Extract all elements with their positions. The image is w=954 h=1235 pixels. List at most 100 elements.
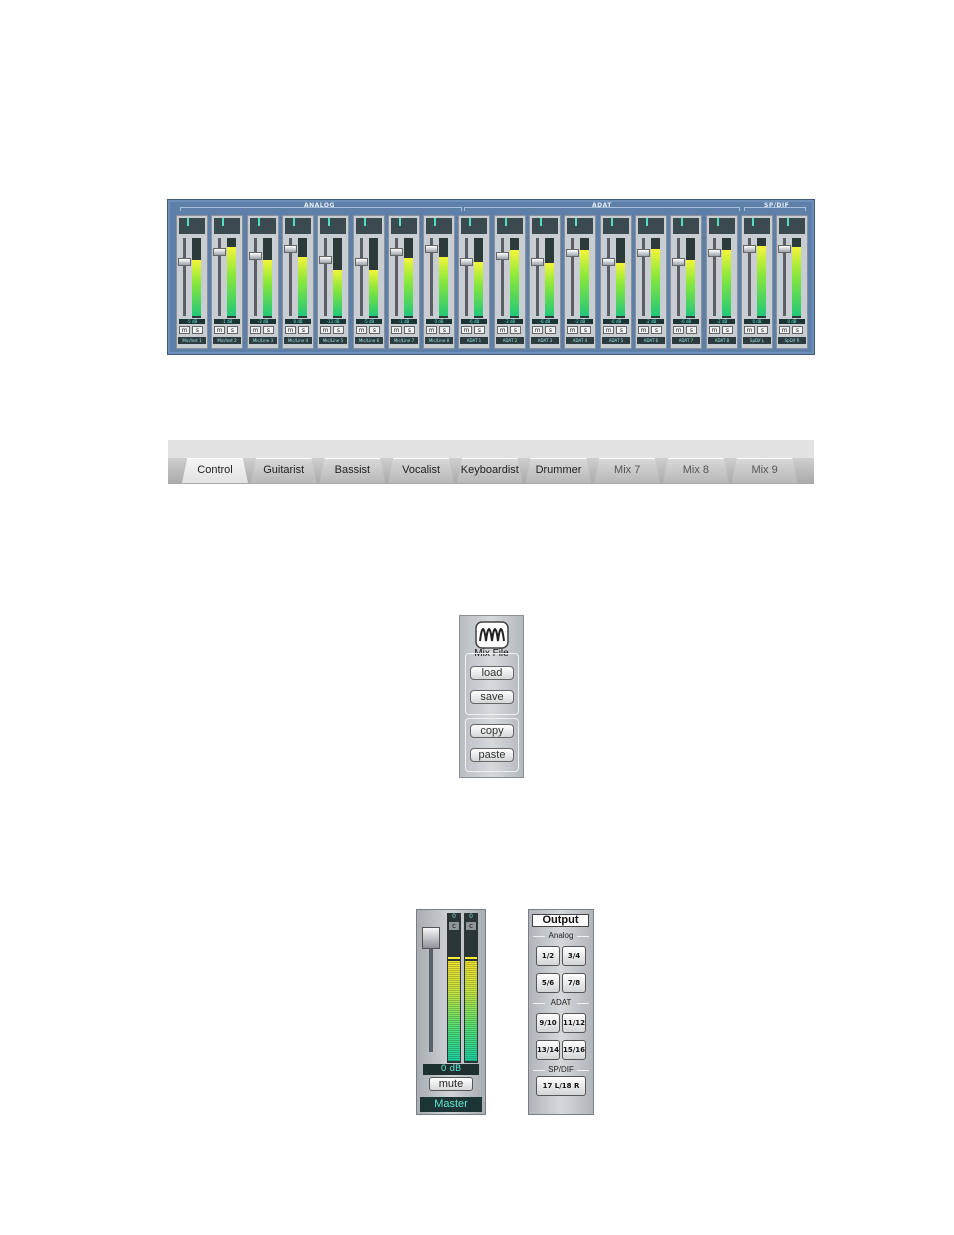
save-button[interactable]: save bbox=[470, 690, 514, 704]
paste-button[interactable]: paste bbox=[470, 748, 514, 762]
tab-mix-8[interactable]: Mix 8 bbox=[662, 458, 729, 483]
tab-mix-9[interactable]: Mix 9 bbox=[731, 458, 798, 483]
mute-button[interactable]: m bbox=[638, 326, 649, 334]
tab-mix-7[interactable]: Mix 7 bbox=[594, 458, 661, 483]
mute-button[interactable]: m bbox=[709, 326, 720, 334]
fader-knob[interactable] bbox=[390, 248, 403, 256]
channel-level-meter bbox=[792, 247, 801, 316]
fader-knob[interactable] bbox=[425, 245, 438, 253]
solo-button[interactable]: s bbox=[757, 326, 768, 334]
fader-knob[interactable] bbox=[249, 252, 262, 260]
solo-button[interactable]: s bbox=[686, 326, 697, 334]
mute-button[interactable]: m bbox=[214, 326, 225, 334]
output-adat-11-12-button[interactable]: 11/12 bbox=[562, 1013, 586, 1033]
output-analog-5-6-button[interactable]: 5/6 bbox=[536, 973, 560, 993]
fader-knob[interactable] bbox=[778, 245, 791, 253]
mute-button[interactable]: m bbox=[250, 326, 261, 334]
fader-knob[interactable] bbox=[355, 258, 368, 266]
tab-label: Drummer bbox=[535, 464, 582, 476]
copy-button[interactable]: copy bbox=[470, 724, 514, 738]
mute-button[interactable]: m bbox=[673, 326, 684, 334]
mute-button[interactable]: m bbox=[285, 326, 296, 334]
tab-drummer[interactable]: Drummer bbox=[525, 458, 592, 483]
solo-button[interactable]: s bbox=[722, 326, 733, 334]
tab-bassist[interactable]: Bassist bbox=[319, 458, 386, 483]
master-mute-button[interactable]: mute bbox=[429, 1077, 473, 1091]
solo-button[interactable]: s bbox=[192, 326, 203, 334]
fader-knob[interactable] bbox=[178, 258, 191, 266]
mute-button[interactable]: m bbox=[779, 326, 790, 334]
solo-button[interactable]: s bbox=[545, 326, 556, 334]
mute-button[interactable]: m bbox=[426, 326, 437, 334]
solo-button[interactable]: s bbox=[580, 326, 591, 334]
mute-button[interactable]: m bbox=[320, 326, 331, 334]
analog-group-bracket bbox=[180, 207, 462, 211]
mute-button[interactable]: m bbox=[744, 326, 755, 334]
fader-knob[interactable] bbox=[566, 249, 579, 257]
channel-db-readout: -1 dB bbox=[391, 319, 417, 324]
solo-button[interactable]: s bbox=[439, 326, 450, 334]
channel-db-readout: -5 dB bbox=[179, 319, 205, 324]
channel-name-label: ADAT 1 bbox=[460, 337, 488, 344]
tab-control[interactable]: Control bbox=[182, 458, 248, 483]
solo-button[interactable]: s bbox=[404, 326, 415, 334]
tab-keyboardist[interactable]: Keyboardist bbox=[456, 458, 523, 483]
spdif-group-label: SP/DIF bbox=[764, 202, 790, 209]
master-clip-left-indicator[interactable]: c bbox=[449, 922, 459, 930]
solo-button[interactable]: s bbox=[263, 326, 274, 334]
mute-button[interactable]: m bbox=[179, 326, 190, 334]
output-adat-15-16-button[interactable]: 15/16 bbox=[562, 1040, 586, 1060]
solo-button[interactable]: s bbox=[616, 326, 627, 334]
solo-button[interactable]: s bbox=[474, 326, 485, 334]
mute-button[interactable]: m bbox=[461, 326, 472, 334]
mute-button[interactable]: m bbox=[567, 326, 578, 334]
output-adat-13-14-button[interactable]: 13/14 bbox=[536, 1040, 560, 1060]
solo-button[interactable]: s bbox=[227, 326, 238, 334]
master-clip-right-indicator[interactable]: c bbox=[466, 922, 476, 930]
output-analog-7-8-button[interactable]: 7/8 bbox=[562, 973, 586, 993]
channel-name-label: Mic/Inst 1 bbox=[178, 337, 206, 344]
fader-knob[interactable] bbox=[531, 258, 544, 266]
mute-button[interactable]: m bbox=[391, 326, 402, 334]
fader-knob[interactable] bbox=[708, 249, 721, 257]
solo-button[interactable]: s bbox=[651, 326, 662, 334]
output-adat-9-10-button[interactable]: 9/10 bbox=[536, 1013, 560, 1033]
load-button[interactable]: load bbox=[470, 666, 514, 680]
tab-vocalist[interactable]: Vocalist bbox=[388, 458, 455, 483]
solo-button[interactable]: s bbox=[510, 326, 521, 334]
fader-knob[interactable] bbox=[319, 256, 332, 264]
tab-label: Control bbox=[197, 464, 233, 476]
fader-knob[interactable] bbox=[213, 248, 226, 256]
fader-knob[interactable] bbox=[672, 258, 685, 266]
fader-knob[interactable] bbox=[637, 249, 650, 257]
channel-name-label: Mic/Inst 2 bbox=[213, 337, 241, 344]
channel-name-label: ADAT 8 bbox=[708, 337, 736, 344]
mute-button[interactable]: m bbox=[603, 326, 614, 334]
channel-header bbox=[673, 218, 699, 234]
output-analog-1-2-button[interactable]: 1/2 bbox=[536, 946, 560, 966]
solo-button[interactable]: s bbox=[369, 326, 380, 334]
channel-name-label: Mic/Line 3 bbox=[249, 337, 277, 344]
fader-knob[interactable] bbox=[743, 245, 756, 253]
solo-button[interactable]: s bbox=[333, 326, 344, 334]
tab-guitarist[interactable]: Guitarist bbox=[250, 458, 317, 483]
fader-knob[interactable] bbox=[460, 258, 473, 266]
fader-knob[interactable] bbox=[284, 245, 297, 253]
mute-button[interactable]: m bbox=[356, 326, 367, 334]
solo-button[interactable]: s bbox=[298, 326, 309, 334]
master-fader-knob[interactable] bbox=[422, 927, 440, 949]
mute-button[interactable]: m bbox=[532, 326, 543, 334]
fader-knob[interactable] bbox=[496, 252, 509, 260]
tab-shape bbox=[250, 458, 317, 483]
output-spdif-17l-18r-button[interactable]: 17 L/18 R bbox=[536, 1076, 586, 1096]
channel-header bbox=[320, 218, 346, 234]
solo-button[interactable]: s bbox=[792, 326, 803, 334]
fader-knob[interactable] bbox=[602, 258, 615, 266]
mute-button[interactable]: m bbox=[497, 326, 508, 334]
channel-header bbox=[461, 218, 487, 234]
channel-header bbox=[497, 218, 523, 234]
output-analog-3-4-button[interactable]: 3/4 bbox=[562, 946, 586, 966]
